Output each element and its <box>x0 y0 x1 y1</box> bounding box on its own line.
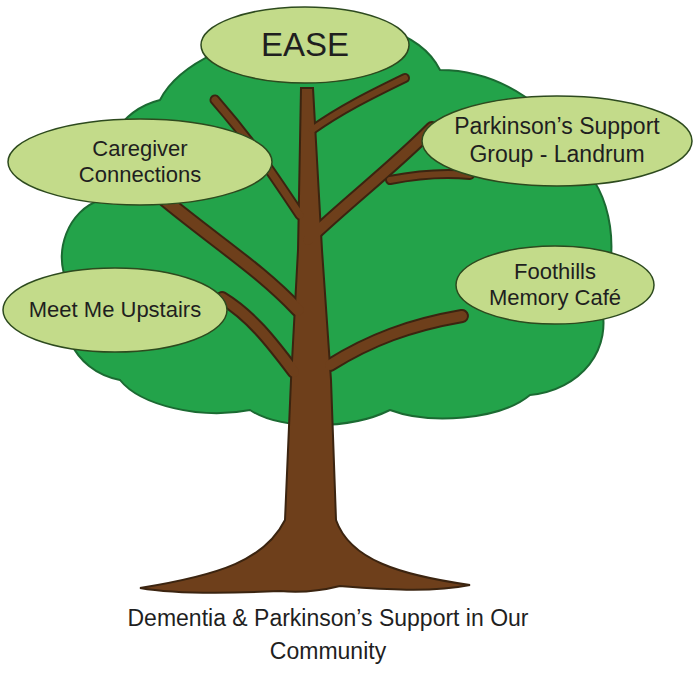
branch <box>390 174 470 180</box>
branch <box>308 128 432 240</box>
ellipse-node: Parkinson’s Support Group - Landrum <box>421 95 693 187</box>
ellipse-shape <box>422 96 692 186</box>
ellipse-shape <box>8 119 272 205</box>
node-label: Meet Me Upstairs <box>8 297 223 323</box>
branch <box>312 78 405 130</box>
ellipse-shape <box>201 7 409 83</box>
branch <box>390 174 470 180</box>
tree-canopy <box>62 22 611 425</box>
ellipse-node: Caregiver Connections <box>7 118 273 206</box>
branch <box>308 128 432 240</box>
diagram-caption: Dementia & Parkinson’s Support in Our Co… <box>108 602 548 669</box>
branch <box>330 316 462 365</box>
ellipse-node: Foothills Memory Café <box>455 245 655 325</box>
node-label: Parkinson’s Support Group - Landrum <box>435 113 680 168</box>
branch <box>222 298 294 372</box>
node-label: Foothills Memory Café <box>480 259 630 312</box>
ellipse-node: Meet Me Upstairs <box>2 267 228 353</box>
ellipse-node: EASE <box>200 6 410 84</box>
branch <box>312 78 405 130</box>
ellipse-shape <box>456 246 654 324</box>
branch <box>330 316 462 365</box>
node-label: EASE <box>215 25 395 65</box>
ellipse-shape <box>3 268 227 352</box>
node-label: Caregiver Connections <box>55 136 225 189</box>
branch <box>222 298 294 372</box>
